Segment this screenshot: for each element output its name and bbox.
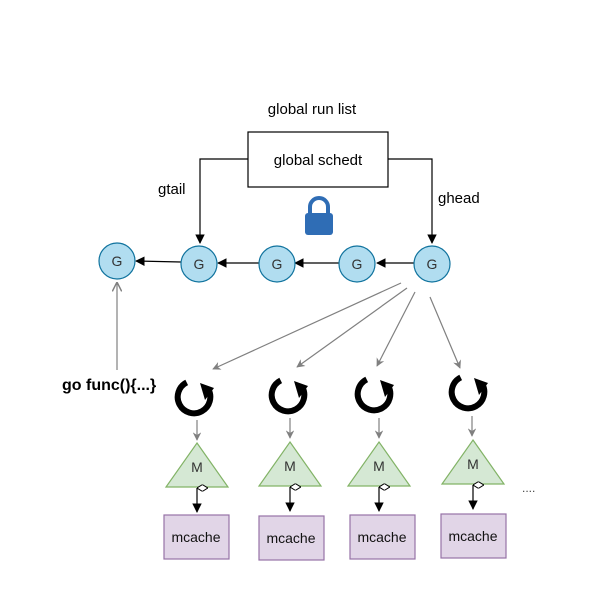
processor-column: M mcache [257, 377, 325, 561]
machine: M [164, 441, 230, 488]
dispatch-arrow [376, 291, 416, 367]
more-ellipsis: .... [522, 481, 535, 495]
goroutine-label: G [112, 253, 123, 269]
mcache-label: mcache [357, 529, 406, 545]
global-run-list-label: global run list [268, 101, 357, 118]
dispatch-arrow [429, 296, 461, 369]
mcache-label: mcache [171, 529, 220, 545]
machine-label: M [191, 459, 203, 475]
machine-label: M [284, 458, 296, 474]
processor-column: M mcache [346, 376, 416, 560]
goroutine-label: G [194, 256, 205, 272]
processor-cycle-icon [448, 374, 488, 412]
mcache-box: mcache [349, 514, 416, 560]
machine: M [257, 440, 323, 487]
processor-column: M mcache [440, 374, 507, 559]
mcache-label: mcache [266, 530, 315, 546]
gtail-arrow [195, 158, 248, 244]
gtail-label: gtail [158, 181, 186, 198]
ghead-label: ghead [438, 190, 480, 207]
goroutine-tail: G [180, 245, 218, 283]
queue-arrow [135, 256, 182, 266]
processor-column: M mcache [163, 379, 230, 560]
global-sched-rect [247, 131, 389, 188]
dispatch-arrow [212, 282, 402, 370]
goroutine-label: G [352, 256, 363, 272]
machine-label: M [467, 456, 479, 472]
goroutine-new: G [98, 242, 136, 280]
processor-cycle-icon [354, 376, 394, 414]
mcache-box: mcache [440, 513, 507, 559]
goroutine-label: G [427, 256, 438, 272]
lock-icon [305, 196, 333, 235]
mcache-box: mcache [163, 514, 230, 560]
mcache-box: mcache [258, 515, 325, 561]
machine: M [440, 438, 506, 485]
goroutine-head: G [413, 245, 451, 283]
global-sched-label: global schedt [274, 152, 363, 169]
processor-cycle-icon [268, 377, 308, 415]
machine: M [346, 440, 412, 487]
mcache-label: mcache [448, 528, 497, 544]
dispatch-arrow [296, 287, 408, 368]
ghead-arrow [388, 158, 437, 244]
machine-label: M [373, 458, 385, 474]
goroutine-label: G [272, 256, 283, 272]
global-sched-box: global schedt [247, 131, 389, 188]
goroutine: G [338, 245, 376, 283]
processor-cycle-icon [174, 379, 214, 417]
goroutine: G [258, 245, 296, 283]
spawn-label: go func(){...} [62, 377, 156, 394]
